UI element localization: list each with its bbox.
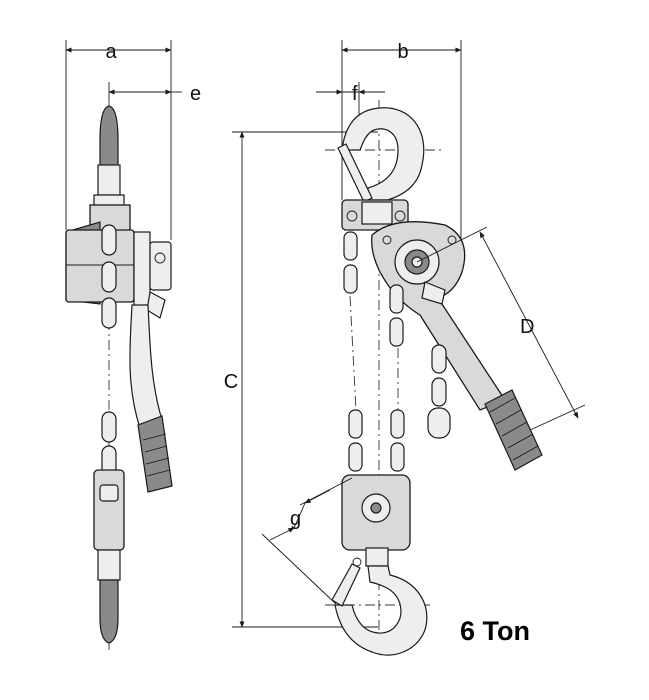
dimension-label-a: a — [105, 41, 117, 63]
dimension-label-f: f — [352, 83, 358, 105]
dimension-label-e: e — [190, 83, 201, 105]
side-view — [65, 40, 182, 650]
dimension-label-b: b — [397, 41, 408, 63]
dimension-label-g: g — [290, 508, 301, 530]
dimension-label-C: C — [224, 371, 238, 393]
dimension-label-D: D — [520, 316, 534, 338]
capacity-caption: 6 Ton — [460, 616, 530, 646]
front-view — [232, 40, 586, 656]
